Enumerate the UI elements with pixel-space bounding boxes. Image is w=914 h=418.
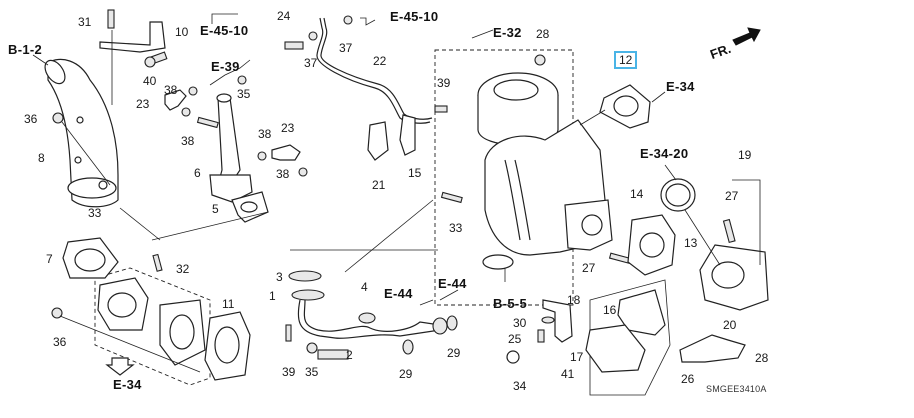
part-label-27[interactable]: 27: [582, 261, 596, 275]
part-label-32[interactable]: 32: [176, 262, 190, 276]
part-label-6[interactable]: 6: [194, 166, 201, 180]
turbocharger-assembly[interactable]: [477, 72, 613, 270]
part-label-5[interactable]: 5: [212, 202, 219, 216]
part-label-38[interactable]: 38: [258, 127, 272, 141]
part-label-40[interactable]: 40: [143, 74, 157, 88]
part-label-33[interactable]: 33: [88, 206, 102, 220]
part-label-25[interactable]: 25: [508, 332, 522, 346]
ref-e-45-10[interactable]: E-45-10: [200, 23, 249, 38]
part-label-24[interactable]: 24: [277, 9, 291, 23]
part-label-28[interactable]: 28: [755, 351, 769, 365]
part-label-2[interactable]: 2: [346, 348, 353, 362]
part-label-19[interactable]: 19: [738, 148, 752, 162]
part-label-4[interactable]: 4: [361, 280, 368, 294]
ref-e-34b[interactable]: E-34: [113, 377, 142, 392]
part-label-21[interactable]: 21: [372, 178, 386, 192]
part-label-34[interactable]: 34: [513, 379, 527, 393]
ref-e-32[interactable]: E-32: [493, 25, 522, 40]
part-label-1[interactable]: 1: [269, 289, 276, 303]
part-label-11[interactable]: 11: [222, 297, 235, 311]
part-label-12-highlighted[interactable]: 12: [614, 51, 638, 69]
part-label-39[interactable]: 39: [282, 365, 296, 379]
ref-e-45-10b[interactable]: E-45-10: [390, 9, 439, 24]
part-label-41[interactable]: 41: [561, 367, 575, 381]
part-label-27[interactable]: 27: [725, 189, 739, 203]
part-label-38[interactable]: 38: [164, 83, 178, 97]
part-label-29[interactable]: 29: [399, 367, 413, 381]
part-label-17[interactable]: 17: [570, 350, 584, 364]
ref-b-5-5[interactable]: B-5-5: [493, 296, 528, 311]
part-label-22[interactable]: 22: [373, 54, 387, 68]
part-label-10[interactable]: 10: [175, 25, 189, 39]
part-label-23[interactable]: 23: [136, 97, 150, 111]
part-label-37[interactable]: 37: [304, 56, 318, 70]
part-label-36[interactable]: 36: [53, 335, 67, 349]
part-label-14[interactable]: 14: [630, 187, 644, 201]
part-label-20[interactable]: 20: [723, 318, 737, 332]
ref-b-1-2[interactable]: B-1-2: [8, 42, 43, 57]
part-label-13[interactable]: 13: [684, 236, 698, 250]
part-label-3[interactable]: 3: [276, 270, 283, 284]
part-label-28[interactable]: 28: [536, 27, 550, 41]
part-label-37[interactable]: 37: [339, 41, 353, 55]
part-label-8[interactable]: 8: [38, 151, 45, 165]
part-label-15[interactable]: 15: [408, 166, 422, 180]
part-label-16[interactable]: 16: [603, 303, 617, 317]
ref-e-44b[interactable]: E-44: [438, 276, 467, 291]
part-label-33[interactable]: 33: [449, 221, 463, 235]
part-label-7[interactable]: 7: [46, 252, 53, 266]
ref-e-34[interactable]: E-34: [666, 79, 695, 94]
ref-e-44[interactable]: E-44: [384, 286, 413, 301]
part-label-39[interactable]: 39: [437, 76, 451, 90]
part-label-18[interactable]: 18: [567, 293, 581, 307]
part-label-35[interactable]: 35: [305, 365, 319, 379]
part-label-36[interactable]: 36: [24, 112, 38, 126]
part-label-23[interactable]: 23: [281, 121, 295, 135]
part-label-31[interactable]: 31: [78, 15, 92, 29]
ref-e-34-20[interactable]: E-34-20: [640, 146, 689, 161]
part-label-26[interactable]: 26: [681, 372, 695, 386]
part-label-30[interactable]: 30: [513, 316, 527, 330]
part-label-38[interactable]: 38: [181, 134, 195, 148]
diagram-code: SMGEE3410A: [706, 384, 767, 394]
front-arrow-icon: [732, 27, 761, 46]
ref-e-39[interactable]: E-39: [211, 59, 240, 74]
part-label-35[interactable]: 35: [237, 87, 251, 101]
part-label-29[interactable]: 29: [447, 346, 461, 360]
intake-elbow-pipe[interactable]: [41, 57, 119, 208]
part-label-38[interactable]: 38: [276, 167, 290, 181]
